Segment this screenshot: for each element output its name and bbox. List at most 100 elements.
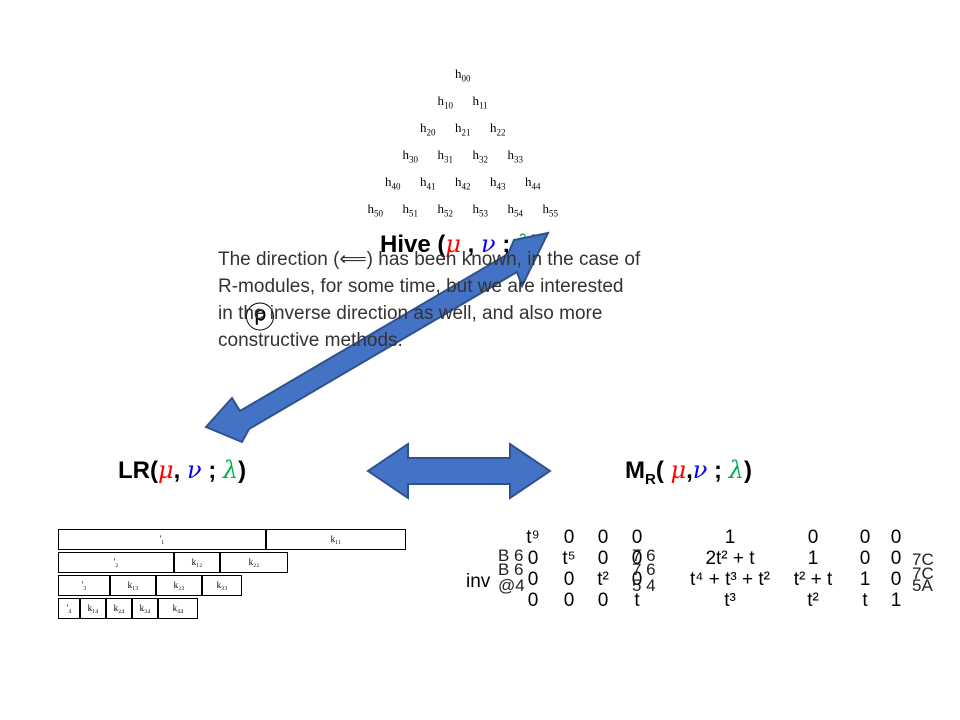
nu-symbol: ν [186,456,202,484]
separator: , [686,457,693,484]
hive-entry-base: h [402,201,410,216]
matrix-cell: 0 [859,527,871,548]
tableau-cell: k₁₁ [266,529,406,550]
matrix-cell: 0 [563,590,575,611]
tableau-cell: k₁₂ [174,552,220,573]
hive-entry-base: h [420,174,427,189]
hive-entry-base: h [367,201,375,216]
hive-entry-index: 32 [479,154,488,165]
matrix-overlap-fragment: @4 [498,576,525,595]
hive-entry-index: 22 [496,127,506,138]
matrix-cell: 0 [890,548,902,569]
lambda-symbol: λ [728,456,744,484]
matrix-cell: t³ [724,590,736,611]
lr-label: LR(μ, ν ; λ) [118,456,246,485]
matrix-cell: 0 [631,527,643,548]
lambda-symbol: λ [222,456,239,484]
separator: , [173,457,187,484]
tableau-cell: '₁ [58,529,266,550]
separator: ; [495,231,517,258]
matrix-cell: 0 [890,527,902,548]
hive-entry-index: 30 [409,154,418,165]
hive-entry: h21 [455,120,471,138]
hive-entry-base: h [507,147,515,162]
matrix-cell: 0 [631,569,643,590]
hive-entry-base: h [542,201,550,216]
hive-entry-base: h [455,174,462,189]
hive-entry-index: 55 [549,208,558,219]
tableau-cell: k₁₃ [110,575,156,596]
hive-entry-base: h [472,147,480,162]
hive-entry: h22 [490,120,506,138]
hive-entry-base: h [385,174,392,189]
matrix-cell: t⁴ + t³ + t² [690,569,770,590]
matrix-overlap-fragment: 5 4 [632,576,656,595]
hive-entry-base: h [490,174,497,189]
hive-entry-index: 21 [461,127,471,138]
nu-symbol: ν [480,230,496,258]
hive-entry: h51 [403,201,419,219]
hive-entry: h30 [403,147,419,165]
mr-label-base: M [625,457,645,484]
matrix-cell: 0 [597,548,609,569]
hive-entry: h44 [525,174,541,192]
mu-symbol: μ [157,456,174,484]
separator: , [460,231,481,258]
hive-entry-index: 00 [461,73,471,84]
hive-entry-base: h [472,93,480,108]
matrix-cell: 2t² + t [705,548,755,569]
hive-entry-index: 50 [374,208,383,219]
mr-label-open: ( [655,457,671,484]
matrix-overlap-fragment: 7C [912,550,934,569]
mu-symbol: μ [445,230,461,258]
matrix-overlap-fragment: 5A [912,576,933,595]
mr-label: MR( μ,ν ; λ) [625,456,752,488]
hive-entry: h42 [455,174,471,192]
matrix-overlap-fragment: 7 6 [632,560,656,579]
hive-entry-base: h [490,120,497,135]
matrix-cell: 1 [890,590,902,611]
separator: ; [201,457,223,484]
hive-entry: h54 [508,201,524,219]
hive-entry-base: h [420,120,427,135]
hive-entry: h33 [508,147,524,165]
hive-entry-base: h [437,93,445,108]
hive-entry: h50 [368,201,384,219]
matrix-cell: 0 [597,590,609,611]
tableau-cell: k₂₂ [220,552,288,573]
matrix-cell: 0 [631,548,643,569]
description-text: The direction (⟸) has been known, in the… [218,246,758,354]
hive-entry-index: 54 [514,208,523,219]
nu-symbol: ν [692,456,708,484]
hive-entry-index: 10 [444,100,453,111]
hive-entry-index: 40 [391,181,401,192]
hive-entry-base: h [402,147,410,162]
hive-entry: h11 [473,93,488,111]
matrix-cell: 0 [807,527,819,548]
matrix-cell: t [634,590,640,611]
matrix-cell: t [862,590,868,611]
hive-entry-index: 53 [479,208,488,219]
hive-entry-index: 42 [461,181,471,192]
matrix-cell: 0 [597,527,609,548]
matrix-cell: 0 [527,590,539,611]
hive-entry-base: h [437,147,445,162]
lr-label-suffix: ) [238,457,247,484]
matrix-cell: t⁵ [562,548,576,569]
matrix-cell: 0 [563,527,575,548]
hive-entry-index: 43 [496,181,506,192]
hive-entry-base: h [472,201,480,216]
mu-symbol: μ [670,456,687,484]
hive-entry-index: 44 [531,181,541,192]
mr-label-subscript: R [645,470,656,488]
mr-label-suffix: ) [743,457,752,484]
hive-entry: h00 [455,66,471,84]
hive-entry-base: h [455,66,462,81]
hive-entry: h31 [438,147,454,165]
hive-entry-base: h [437,201,445,216]
tableau-cell: '₂ [58,552,174,573]
hive-entry: h40 [385,174,401,192]
hive-entry: h53 [473,201,489,219]
